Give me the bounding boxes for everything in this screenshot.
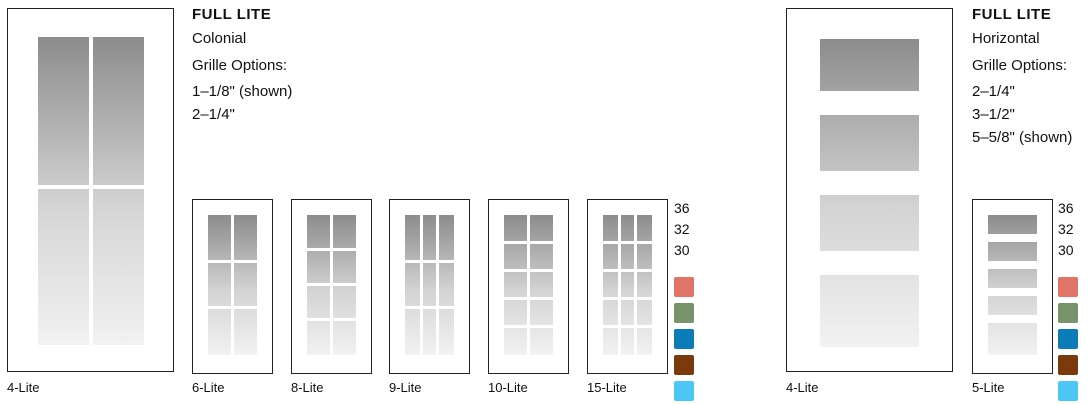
color-swatch[interactable] xyxy=(1058,329,1078,349)
color-swatch[interactable] xyxy=(1058,303,1078,323)
color-swatch[interactable] xyxy=(674,355,694,375)
size-value: 32 xyxy=(1058,221,1074,237)
size-value: 30 xyxy=(1058,242,1074,258)
thumb-caption: 10-Lite xyxy=(488,380,528,395)
grille-bar xyxy=(603,241,652,244)
grille-bar xyxy=(231,215,234,355)
door-thumb-5-lite[interactable] xyxy=(972,199,1053,374)
color-swatch[interactable] xyxy=(1058,277,1078,297)
size-value: 30 xyxy=(674,242,690,258)
thumb-caption: 9-Lite xyxy=(389,380,422,395)
door-glass xyxy=(405,215,454,355)
grille-bar xyxy=(618,215,621,355)
color-swatch[interactable] xyxy=(674,381,694,401)
grille-bar xyxy=(504,241,553,244)
thumb-caption: 6-Lite xyxy=(192,380,225,395)
grille-style: Colonial xyxy=(192,30,247,47)
grille-bar xyxy=(527,215,530,355)
grille-bar xyxy=(988,234,1037,242)
grille-option: 3–1/2" xyxy=(972,106,1015,123)
grille-options-label: Grille Options: xyxy=(972,57,1068,74)
thumb-caption: 15-Lite xyxy=(587,380,627,395)
grille-option: 2–1/4" xyxy=(192,106,235,123)
grille-option: 5–5/8" (shown) xyxy=(972,129,1073,146)
door-thumb-8-lite[interactable] xyxy=(291,199,372,374)
grille-bar xyxy=(988,315,1037,323)
size-value: 36 xyxy=(674,200,690,216)
door-thumb-15-lite[interactable] xyxy=(587,199,668,374)
grille-bar xyxy=(504,297,553,300)
grille-bar xyxy=(38,185,144,189)
grille-bar xyxy=(307,318,356,321)
grille-bar xyxy=(820,91,919,115)
grille-bar xyxy=(820,251,919,275)
grille-bar xyxy=(420,215,423,355)
color-swatch[interactable] xyxy=(674,277,694,297)
grille-bar xyxy=(405,260,454,263)
grille-bar xyxy=(307,283,356,286)
section-title: FULL LITE xyxy=(972,6,1052,23)
main-door-caption: 4-Lite xyxy=(786,380,819,395)
grille-bar xyxy=(504,325,553,328)
thumb-caption: 8-Lite xyxy=(291,380,324,395)
grille-bar xyxy=(504,269,553,272)
grille-options-label: Grille Options: xyxy=(192,57,288,74)
grille-style: Horizontal xyxy=(972,30,1040,47)
grille-bar xyxy=(307,248,356,251)
grille-bar xyxy=(603,325,652,328)
color-swatch[interactable] xyxy=(674,329,694,349)
size-value: 32 xyxy=(674,221,690,237)
grille-bar xyxy=(436,215,439,355)
door-thumb-9-lite[interactable] xyxy=(389,199,470,374)
grille-bar xyxy=(208,260,257,263)
main-door-caption: 4-Lite xyxy=(7,380,40,395)
door-thumb-10-lite[interactable] xyxy=(488,199,569,374)
colonial-main-door[interactable] xyxy=(7,8,174,372)
color-swatch[interactable] xyxy=(1058,381,1078,401)
grille-bar xyxy=(89,37,93,345)
grille-option: 2–1/4" xyxy=(972,83,1015,100)
horizontal-main-door[interactable] xyxy=(786,8,953,372)
grille-bar xyxy=(208,306,257,309)
color-swatch[interactable] xyxy=(1058,355,1078,375)
grille-bar xyxy=(405,306,454,309)
color-swatch[interactable] xyxy=(674,303,694,323)
section-title: FULL LITE xyxy=(192,6,272,23)
grille-bar xyxy=(988,288,1037,296)
grille-bar xyxy=(603,297,652,300)
door-thumb-6-lite[interactable] xyxy=(192,199,273,374)
door-glass xyxy=(603,215,652,355)
grille-bar xyxy=(603,269,652,272)
thumb-caption: 5-Lite xyxy=(972,380,1005,395)
size-value: 36 xyxy=(1058,200,1074,216)
grille-bar xyxy=(988,261,1037,269)
grille-option: 1–1/8" (shown) xyxy=(192,83,293,100)
grille-bar xyxy=(820,171,919,195)
grille-bar xyxy=(634,215,637,355)
